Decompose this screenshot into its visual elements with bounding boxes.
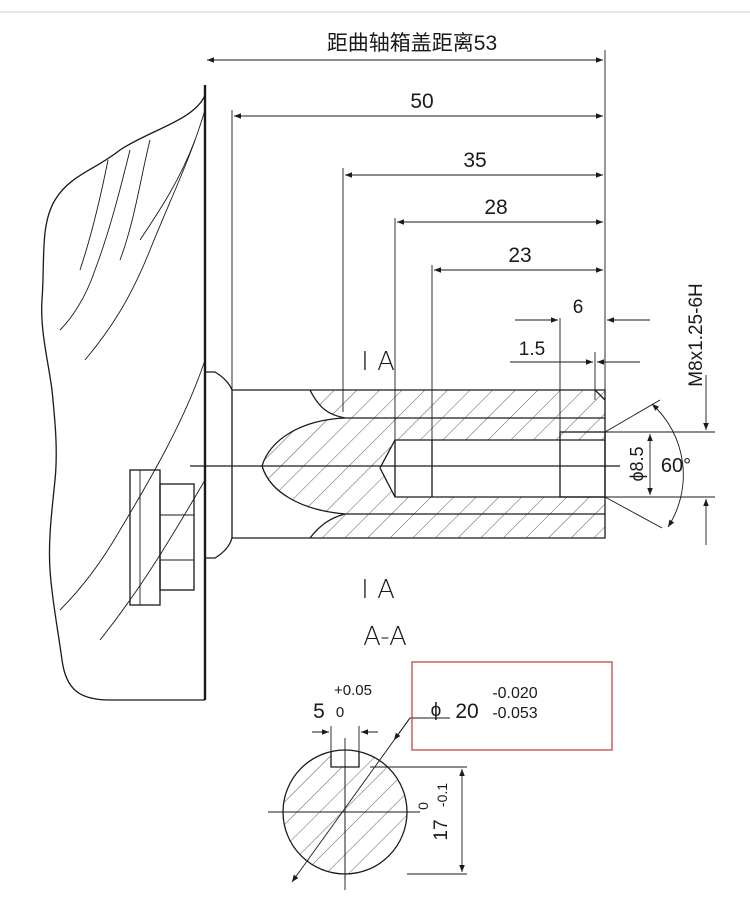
diameter-highlight-box	[411, 661, 613, 751]
dim-1-5: 1.5	[519, 339, 545, 360]
dimension-lines	[207, 57, 709, 545]
dim-50: 50	[410, 90, 433, 113]
dim-cone-angle: 60°	[661, 455, 691, 477]
diameter-value: 20	[455, 700, 478, 723]
section-marker-top: I A	[361, 347, 395, 377]
keyway-depth-tol-upper: 0	[415, 802, 431, 810]
dim-drill-diameter: ϕ8.5	[627, 446, 647, 481]
dim-35: 35	[463, 149, 486, 172]
keyway-depth: 17	[431, 819, 452, 840]
cross-section-aa	[268, 717, 467, 890]
dim-23: 23	[508, 244, 531, 267]
crankcase-housing	[41, 85, 207, 701]
keyway-tol-upper: +0.05	[334, 682, 372, 699]
dim-thread: M8x1.25-6H	[686, 283, 707, 387]
shaft-body	[190, 371, 620, 559]
keyway-width: 5	[313, 700, 325, 723]
keyway-depth-tol-lower: -0.1	[434, 783, 450, 807]
section-title: A-A	[363, 622, 407, 652]
dim-6: 6	[573, 297, 584, 318]
dim-28: 28	[484, 196, 507, 219]
dim-crankcase-cover: 距曲轴箱盖距离53	[327, 32, 497, 55]
section-marker-bottom: I A	[361, 575, 395, 605]
diameter-tol-upper: -0.020	[492, 685, 537, 702]
diameter-tol-lower: -0.053	[492, 705, 537, 722]
diameter-symbol: ϕ	[431, 700, 442, 721]
keyway-tol-lower: 0	[336, 704, 344, 721]
